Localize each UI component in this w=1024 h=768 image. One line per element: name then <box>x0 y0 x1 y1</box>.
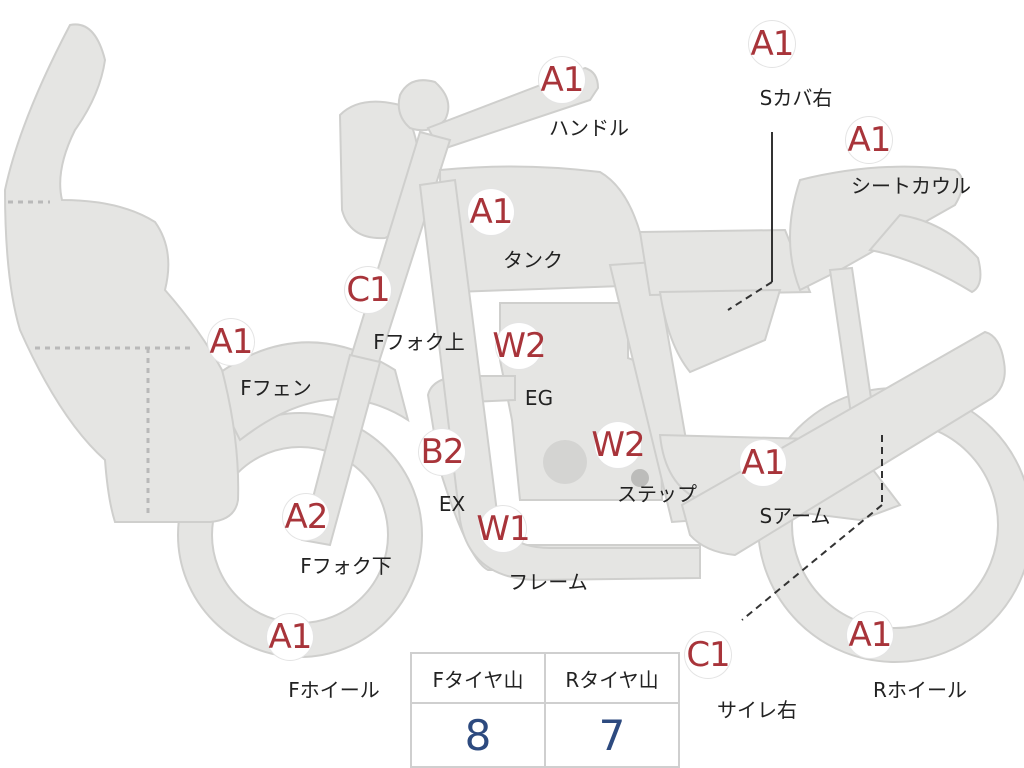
grade-badge-f-wheel: A1 <box>267 614 313 660</box>
part-label-eg: EG <box>524 386 554 410</box>
part-label-r-wheel: Rホイール <box>873 678 967 702</box>
grade-badge-tank: A1 <box>468 189 514 235</box>
grade-badge-f-fork-up: C1 <box>345 267 391 313</box>
part-label-f-fork-down: Fフォク下 <box>300 554 392 578</box>
grade-badge-eg: W2 <box>492 323 547 369</box>
grade-badge-silencer: C1 <box>685 632 731 678</box>
grade-badge-r-wheel: A1 <box>847 612 893 658</box>
grade-badge-s-arm: A1 <box>740 440 786 486</box>
part-label-s-cover: Sカバ右 <box>759 86 833 110</box>
mirror-shape <box>397 79 450 132</box>
part-label-f-fork-up: Fフォク上 <box>373 330 465 354</box>
side-cover-shape <box>658 288 782 374</box>
seat-cowl-shape <box>789 165 964 292</box>
part-label-seat-cowl: シートカウル <box>851 174 971 198</box>
grade-badge-f-fender: A1 <box>208 319 254 365</box>
tire-table-value-row: 8 7 <box>410 702 680 768</box>
part-label-ex: EX <box>438 492 466 516</box>
grade-badge-seat-cowl: A1 <box>846 117 892 163</box>
tail-shape <box>868 213 982 294</box>
grade-badge-s-cover: A1 <box>749 21 795 67</box>
grade-badge-frame: W1 <box>476 506 531 552</box>
part-label-handle: ハンドル <box>549 116 629 140</box>
rear-tire-value: 7 <box>544 702 680 768</box>
fairing-shape <box>3 23 240 523</box>
part-label-step: ステップ <box>617 482 697 506</box>
tire-tread-table: Fタイヤ山 Rタイヤ山 8 7 <box>410 652 680 768</box>
part-label-tank: タンク <box>503 248 563 272</box>
front-tire-value: 8 <box>410 702 546 768</box>
part-label-f-fender: Fフェン <box>240 376 312 400</box>
part-label-frame: フレーム <box>508 570 588 594</box>
grade-badge-ex: B2 <box>419 429 465 475</box>
part-label-silencer: サイレ右 <box>717 698 797 722</box>
rear-tire-header: Rタイヤ山 <box>544 652 680 704</box>
part-label-f-wheel: Fホイール <box>288 678 380 702</box>
silencer-shape <box>680 330 1006 557</box>
grade-badge-handle: A1 <box>539 57 585 103</box>
grade-badge-step: W2 <box>591 422 646 468</box>
seat-shape <box>638 228 812 297</box>
part-label-s-arm: Sアーム <box>759 504 831 528</box>
front-tire-header: Fタイヤ山 <box>410 652 546 704</box>
grade-badge-f-fork-down: A2 <box>283 494 329 540</box>
tire-table-header-row: Fタイヤ山 Rタイヤ山 <box>410 652 680 704</box>
